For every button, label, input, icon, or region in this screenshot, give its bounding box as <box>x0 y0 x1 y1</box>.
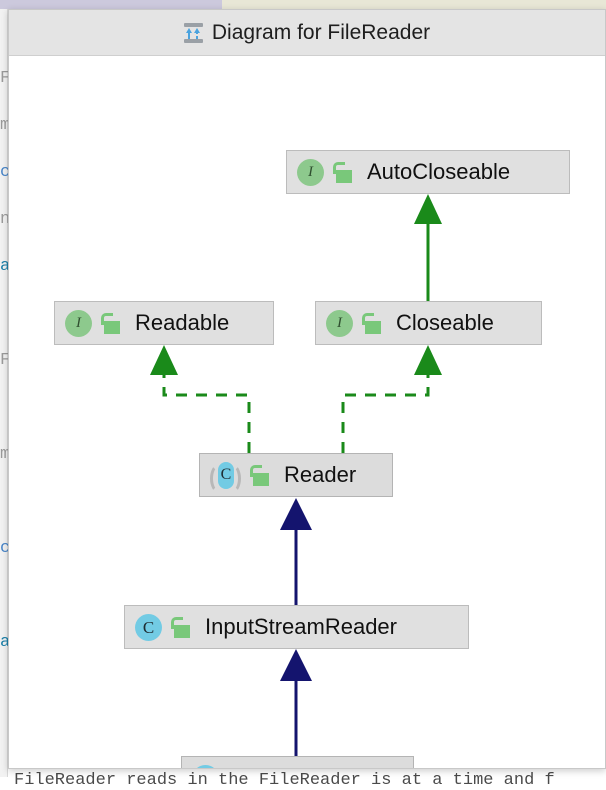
unlock-icon <box>362 312 381 334</box>
popup-title: Diagram for FileReader <box>211 20 431 44</box>
unlock-icon <box>250 464 269 486</box>
background-code-line: FileReader reads in the FileReader is at… <box>14 771 555 790</box>
node-label: FileReader <box>262 765 370 768</box>
node-label: AutoCloseable <box>367 159 511 184</box>
node-filereader[interactable]: C FileReader <box>181 756 414 768</box>
diagram-popup-window: Diagram for FileReader <box>8 9 606 769</box>
edge-inputstreamreader-reader <box>280 498 312 605</box>
node-reader[interactable]: C Reader <box>199 453 393 497</box>
node-closeable[interactable]: I Closeable <box>315 301 542 345</box>
edge-layer <box>150 194 442 756</box>
node-label: InputStreamReader <box>205 614 397 639</box>
unlock-icon <box>101 312 120 334</box>
node-label: Closeable <box>396 310 494 335</box>
edge-reader-closeable <box>341 345 442 453</box>
diagram-canvas[interactable]: I AutoCloseable I Readable I Closeable C… <box>9 56 605 768</box>
interface-icon: I <box>297 158 324 186</box>
unlock-icon <box>228 767 247 768</box>
node-label: Readable <box>135 310 230 335</box>
editor-gutter <box>0 9 8 777</box>
edge-reader-readable <box>150 345 251 453</box>
window-top-strip-left <box>0 0 222 9</box>
node-inputstreamreader[interactable]: C InputStreamReader <box>124 605 469 649</box>
class-icon: C <box>192 764 219 768</box>
diagram-hierarchy-icon <box>183 22 203 43</box>
unlock-icon <box>333 161 352 183</box>
interface-icon: I <box>326 309 353 337</box>
edge-filereader-inputstreamreader <box>280 649 312 756</box>
abstract-class-icon: C <box>210 461 241 493</box>
node-autocloseable[interactable]: I AutoCloseable <box>286 150 570 194</box>
background-code-column: F m c n a F m c a <box>0 69 11 652</box>
node-readable[interactable]: I Readable <box>54 301 274 345</box>
window-top-strip-right <box>222 0 606 9</box>
interface-icon: I <box>65 309 92 337</box>
class-icon: C <box>135 613 162 641</box>
node-label: Reader <box>284 462 357 487</box>
unlock-icon <box>171 616 190 638</box>
edge-closeable-autocloseable <box>414 194 442 301</box>
popup-header: Diagram for FileReader <box>9 10 605 56</box>
